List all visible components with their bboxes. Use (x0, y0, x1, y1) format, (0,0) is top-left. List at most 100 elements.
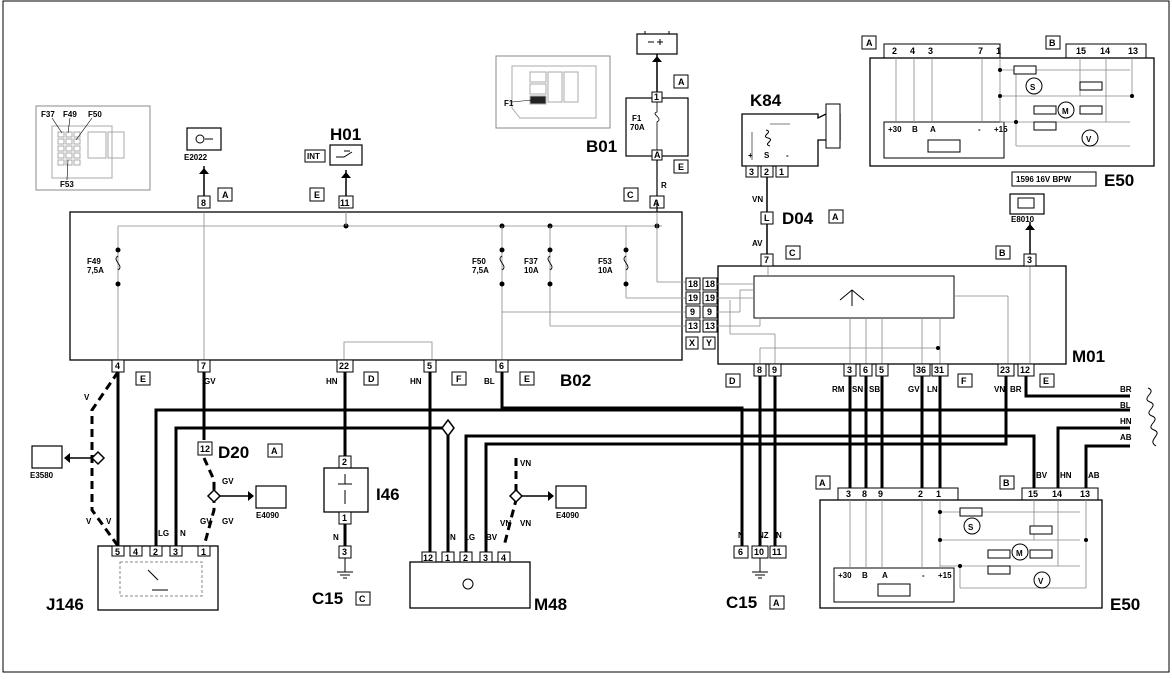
svg-text:13: 13 (1080, 489, 1090, 499)
e4090-left-label: E4090 (256, 511, 280, 520)
svg-text:8: 8 (201, 198, 206, 208)
d04-label: D04 (782, 209, 814, 228)
svg-text:A: A (819, 478, 826, 488)
svg-text:7,5A: 7,5A (472, 266, 489, 275)
svg-text:BR: BR (1010, 385, 1022, 394)
svg-text:8: 8 (862, 489, 867, 499)
svg-text:V: V (1038, 577, 1044, 586)
svg-text:B: B (1049, 38, 1056, 48)
j146-label: J146 (46, 595, 84, 614)
svg-text:E: E (314, 190, 320, 200)
svg-text:BR: BR (1120, 385, 1132, 394)
svg-text:S: S (968, 523, 974, 532)
svg-text:BL: BL (484, 377, 495, 386)
svg-text:SN: SN (852, 385, 863, 394)
e4090-right-ground-icon (555, 485, 587, 509)
svg-text:C: C (359, 594, 366, 604)
svg-text:11: 11 (340, 198, 350, 208)
e8010-ground-icon (1009, 193, 1045, 215)
m48-motor: 12 1 2 3 4 M48 (409, 551, 567, 614)
svg-text:18: 18 (688, 279, 698, 289)
svg-text:5: 5 (427, 361, 432, 371)
svg-text:14: 14 (1052, 489, 1062, 499)
b01-location-map: F1 (495, 55, 611, 129)
svg-text:LN: LN (927, 385, 938, 394)
svg-text:1: 1 (654, 92, 659, 102)
svg-text:A: A (222, 190, 229, 200)
svg-text:C: C (627, 190, 634, 200)
svg-text:13: 13 (688, 321, 698, 331)
svg-text:Y: Y (706, 338, 712, 348)
svg-text:SB: SB (869, 385, 880, 394)
svg-text:F50: F50 (472, 257, 486, 266)
svg-text:4: 4 (133, 547, 138, 557)
svg-text:2: 2 (918, 489, 923, 499)
svg-text:BV: BV (1036, 471, 1048, 480)
svg-text:V: V (1086, 135, 1092, 144)
svg-text:+30: +30 (838, 571, 852, 580)
svg-text:F49: F49 (87, 257, 101, 266)
svg-text:-: - (922, 571, 925, 580)
m01-processor (753, 275, 955, 319)
fuse-f37: F37 10A (524, 226, 686, 327)
svg-text:V: V (106, 517, 112, 526)
svg-text:5: 5 (115, 547, 120, 557)
svg-text:N: N (738, 531, 744, 540)
svg-text:AV: AV (752, 239, 763, 248)
svg-text:B: B (999, 248, 1006, 258)
map-label-f37: F37 (41, 110, 55, 119)
svg-text:6: 6 (738, 547, 743, 557)
c15-left-label: C15 (312, 589, 343, 608)
svg-text:E: E (524, 374, 530, 384)
fuse-f50: F50 7,5A (472, 226, 505, 360)
svg-text:12: 12 (423, 553, 433, 563)
svg-text:E: E (140, 374, 146, 384)
svg-text:11: 11 (772, 547, 782, 557)
svg-text:VN: VN (752, 195, 763, 204)
svg-text:LG: LG (158, 529, 169, 538)
k84-label: K84 (750, 91, 782, 110)
svg-text:10A: 10A (598, 266, 613, 275)
battery-symbol (636, 31, 678, 55)
svg-text:8: 8 (757, 365, 762, 375)
svg-text:AB: AB (1120, 433, 1132, 442)
j146-module: 5 4 2 3 1 J146 (46, 545, 219, 614)
svg-text:R: R (661, 181, 667, 190)
svg-text:6: 6 (863, 365, 868, 375)
svg-text:A: A (930, 125, 936, 134)
svg-text:GV: GV (222, 477, 234, 486)
svg-text:V: V (84, 393, 90, 402)
svg-text:GV: GV (204, 377, 216, 386)
svg-text:23: 23 (1000, 365, 1010, 375)
svg-text:VN: VN (994, 385, 1005, 394)
svg-text:L: L (764, 213, 770, 223)
svg-text:D: D (729, 376, 736, 386)
svg-text:C: C (789, 248, 796, 258)
svg-text:1: 1 (936, 489, 941, 499)
svg-text:22: 22 (339, 361, 349, 371)
i46-label: I46 (376, 485, 400, 504)
svg-text:13: 13 (705, 321, 715, 331)
e4090-right-label: E4090 (556, 511, 580, 520)
wire-harness (154, 372, 1130, 552)
b01-connector-a-tag (673, 74, 689, 89)
svg-text:7: 7 (201, 361, 206, 371)
svg-text:A: A (678, 77, 685, 87)
svg-text:F: F (961, 376, 967, 386)
svg-text:HN: HN (1120, 417, 1132, 426)
svg-text:3: 3 (1027, 255, 1032, 265)
svg-text:1: 1 (445, 553, 450, 563)
e3580-label: E3580 (30, 471, 54, 480)
svg-text:+15: +15 (994, 125, 1008, 134)
b02-label: B02 (560, 371, 591, 390)
ground-symbol-right (752, 558, 768, 579)
e8010-label: E8010 (1011, 215, 1035, 224)
svg-text:+15: +15 (938, 571, 952, 580)
svg-text:2: 2 (892, 46, 897, 56)
e2022-label: E2022 (184, 153, 208, 162)
svg-text:-: - (786, 151, 789, 160)
svg-text:10A: 10A (524, 266, 539, 275)
h01-switch-icon (329, 144, 363, 166)
